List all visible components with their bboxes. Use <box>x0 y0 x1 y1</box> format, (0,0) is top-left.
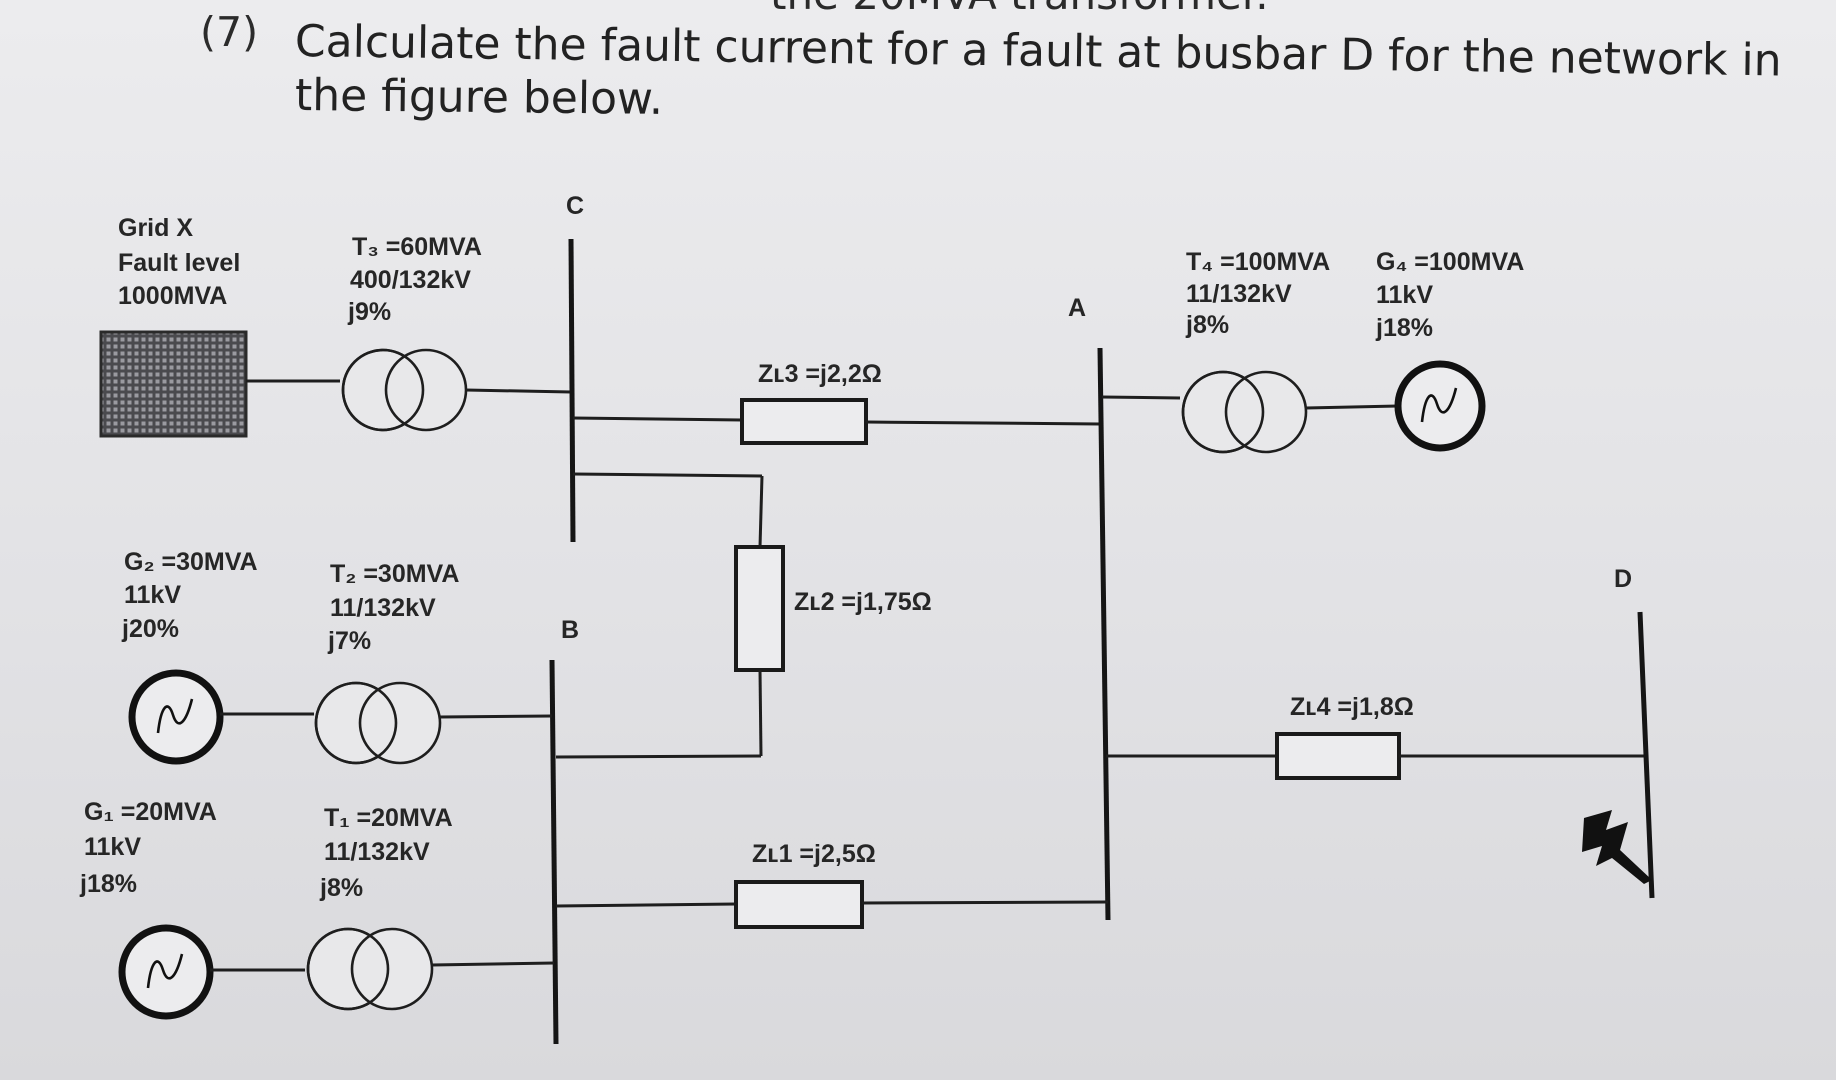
t4-rating: T₄ =100MVA <box>1186 248 1330 276</box>
transformer-icon-t1 <box>306 927 434 1011</box>
busbar-c <box>568 238 576 543</box>
busbar-c-label: C <box>566 192 584 220</box>
g1-rating: G₁ =20MVA <box>84 798 217 826</box>
t4-connection-wire <box>1101 395 1181 400</box>
previous-question-cutoff: the 20MVA transformer. <box>770 0 1269 19</box>
g4-impedance: j18% <box>1375 314 1433 342</box>
zl4-label: Zʟ4 =j1,8Ω <box>1290 693 1414 721</box>
busbar-a <box>1097 347 1111 921</box>
zl3-label: Zʟ3 =j2,2Ω <box>758 360 882 388</box>
grid-fault-level-value: 1000MVA <box>118 282 227 310</box>
generator-icon-g4 <box>1394 360 1486 452</box>
t3-ratio: 400/132kV <box>350 266 471 294</box>
transformer-icon-t3 <box>341 348 468 432</box>
zl1-wire-right <box>861 900 1109 905</box>
t1-ratio: 11/132kV <box>324 838 430 866</box>
t4-ratio: 11/132kV <box>1186 280 1292 308</box>
t3-rating: T₃ =60MVA <box>352 233 482 261</box>
busbar-b-label: B <box>561 616 579 644</box>
busbar-b <box>549 659 559 1045</box>
g2-rating: G₂ =30MVA <box>124 548 258 576</box>
zl2-wire-upper <box>758 475 764 548</box>
grid-label: Grid X <box>118 214 193 242</box>
t3-impedance: j9% <box>347 298 391 326</box>
busbar-d-label: D <box>1614 565 1632 593</box>
t1-rating: T₁ =20MVA <box>324 804 453 832</box>
busbar-a-label: A <box>1068 294 1086 322</box>
lightning-fault-icon <box>1582 810 1652 884</box>
t2-rating: T₂ =30MVA <box>330 560 459 588</box>
t4-impedance: j8% <box>1185 311 1229 339</box>
generator-icon-g2 <box>128 669 224 765</box>
zl2-wire-bottom <box>555 754 762 759</box>
t1-connection-wire <box>431 961 555 967</box>
t1-impedance: j8% <box>319 874 363 902</box>
zl2-impedance-box <box>734 545 785 672</box>
zl3-impedance-box <box>740 398 868 445</box>
transformer-icon-t4 <box>1181 370 1308 454</box>
zl3-wire-left <box>572 416 743 422</box>
zl1-wire-left <box>555 902 737 908</box>
g4-connection-wire <box>1305 404 1399 410</box>
grid-source-icon <box>99 330 248 438</box>
zl2-wire-top <box>572 472 763 478</box>
generator-icon-g1 <box>118 924 214 1020</box>
t2-impedance: j7% <box>327 627 371 655</box>
zl1-impedance-box <box>734 880 864 929</box>
zl2-label: Zʟ2 =j1,75Ω <box>794 588 932 616</box>
g4-rating: G₄ =100MVA <box>1376 248 1524 276</box>
t2-ratio: 11/132kV <box>330 594 436 622</box>
g2-impedance: j20% <box>121 615 179 643</box>
zl1-label: Zʟ1 =j2,5Ω <box>752 840 876 868</box>
zl4-impedance-box <box>1275 732 1401 780</box>
g2-voltage: 11kV <box>124 581 181 609</box>
t3-connection-wire <box>465 388 572 394</box>
g1-impedance: j18% <box>79 870 137 898</box>
zl3-wire-right <box>865 420 1101 426</box>
t2-connection-wire <box>439 714 553 719</box>
transformer-icon-t2 <box>314 681 442 765</box>
question-number: (7) <box>200 8 259 56</box>
busbar-d <box>1637 611 1655 899</box>
g1-voltage: 11kV <box>84 833 141 861</box>
g4-voltage: 11kV <box>1376 281 1433 309</box>
zl2-wire-lower <box>758 669 763 757</box>
grid-fault-level-label: Fault level <box>118 249 240 277</box>
